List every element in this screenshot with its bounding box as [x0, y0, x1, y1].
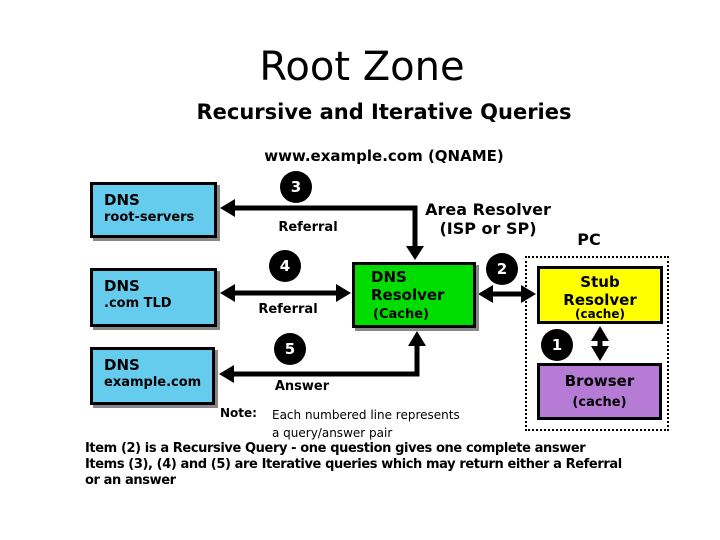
dns-root-servers-box: DNS root-servers — [90, 182, 217, 238]
step-badge-5: 5 — [274, 333, 306, 365]
footer-line1: Item (2) is a Recursive Query - one ques… — [85, 441, 586, 456]
query-name-heading: www.example.com (QNAME) — [264, 147, 504, 165]
dns-tld-title: DNS — [104, 277, 140, 295]
step-badge-1: 1 — [541, 329, 573, 361]
dns-root-subtitle: root-servers — [104, 210, 195, 225]
browser-cache-label: (cache) — [572, 395, 627, 410]
stub-resolver-cache-label: (cache) — [575, 307, 625, 321]
arrowhead-left-4 — [220, 284, 235, 302]
arrowhead-left-5 — [219, 365, 234, 383]
browser-title: Browser — [564, 372, 635, 390]
step-badge-4: 4 — [269, 250, 301, 282]
arrowhead-right-2 — [521, 285, 536, 303]
footer-explanation: Item (2) is a Recursive Query - one ques… — [85, 441, 705, 489]
step-badge-2: 2 — [486, 253, 518, 285]
area-resolver-label-line2: (ISP or SP) — [439, 219, 537, 238]
browser-box: Browser (cache) — [537, 363, 662, 420]
dns-example-subtitle: example.com — [104, 375, 202, 390]
dns-resolver-title2: Resolver — [371, 286, 445, 304]
stub-resolver-box: Stub Resolver (cache) — [537, 266, 663, 324]
dns-resolver-box: DNS Resolver (Cache) — [352, 262, 476, 328]
slide-subtitle: Recursive and Iterative Queries — [196, 100, 572, 124]
area-resolver-label: Area Resolver (ISP or SP) — [408, 200, 568, 238]
dns-example-com-box: DNS example.com — [90, 347, 215, 405]
note-label: Note: — [220, 406, 257, 420]
arrowhead-right-4 — [336, 284, 351, 302]
arrowhead-down-3 — [406, 246, 424, 260]
note-text: Each numbered line represents a query/an… — [272, 406, 460, 442]
referral-label-root: Referral — [278, 220, 338, 235]
dns-resolver-cache-label: (Cache) — [373, 307, 429, 322]
note-text-line2: a query/answer pair — [272, 426, 393, 440]
pc-dotted-frame — [525, 256, 669, 431]
footer-line3: or an answer — [85, 473, 176, 488]
pc-label: PC — [577, 230, 601, 249]
footer-line2: Items (3), (4) and (5) are Iterative que… — [85, 457, 622, 472]
step-badge-3: 3 — [280, 171, 312, 203]
arrowhead-up-1 — [591, 326, 609, 341]
page-title: Root Zone — [259, 44, 465, 90]
dns-com-tld-box: DNS .com TLD — [90, 268, 217, 327]
dns-resolver-title: DNS — [371, 268, 407, 286]
dns-root-title: DNS — [104, 191, 140, 209]
answer-label: Answer — [274, 379, 330, 394]
stub-resolver-title: Stub — [580, 273, 620, 291]
arrow-query-4 — [220, 284, 351, 302]
area-resolver-label-line1: Area Resolver — [425, 200, 551, 219]
arrowhead-down-1 — [591, 346, 609, 361]
note-text-line1: Each numbered line represents — [272, 408, 460, 422]
referral-label-tld: Referral — [258, 302, 318, 317]
arrow-query-3 — [220, 199, 424, 260]
dns-example-title: DNS — [104, 356, 140, 374]
stub-resolver-title2: Resolver — [563, 291, 637, 309]
arrowhead-up-5 — [408, 331, 426, 346]
arrowhead-left-3 — [220, 199, 235, 217]
arrow-query-1 — [591, 326, 609, 361]
dns-tld-subtitle: .com TLD — [104, 296, 172, 311]
arrow-query-2 — [478, 285, 536, 303]
arrow-query-5 — [219, 331, 426, 383]
arrowhead-left-2 — [478, 285, 493, 303]
